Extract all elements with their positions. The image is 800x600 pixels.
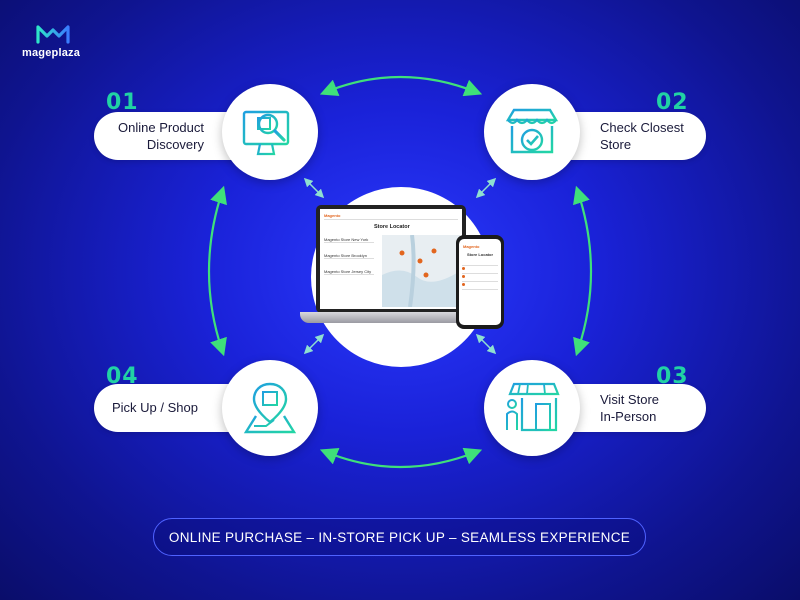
phone-brand: Magento — [463, 244, 480, 249]
map-pin-icon — [462, 275, 465, 278]
laptop-store-list: Magento Store New York Magento Store Bro… — [324, 237, 380, 303]
step-04-circle[interactable] — [222, 360, 318, 456]
link-01-center — [303, 177, 325, 199]
list-item[interactable]: Magento Store Brooklyn — [324, 253, 367, 258]
arrow-02-03 — [573, 185, 593, 357]
phone: Magento Store Locator — [456, 235, 504, 329]
step-02-circle[interactable] — [484, 84, 580, 180]
arrow-01-04 — [207, 185, 227, 357]
step-02-number: 02 — [656, 90, 689, 115]
mageplaza-logo-icon — [36, 25, 70, 44]
tagline-banner: ONLINE PURCHASE – IN-STORE PICK UP – SEA… — [153, 518, 646, 556]
step-02-label: Check Closest Store — [600, 120, 684, 152]
brand-name: mageplaza — [22, 47, 81, 59]
laptop-map[interactable] — [382, 234, 460, 308]
step-03-number: 03 — [656, 364, 689, 389]
store-check-icon — [505, 108, 559, 154]
step-01-circle[interactable] — [222, 84, 318, 180]
link-04-center — [303, 333, 325, 355]
phone-page-title: Store Locator — [467, 252, 494, 257]
map-pin-icon — [417, 258, 423, 264]
storefront-person-icon — [506, 382, 560, 432]
link-02-center — [475, 177, 497, 199]
monitor-search-icon — [242, 110, 290, 156]
phone-screen: Magento Store Locator — [459, 239, 501, 325]
map-pin-icon — [462, 267, 465, 270]
map-pin-icon — [399, 250, 405, 256]
step-03-label: Visit Store In-Person — [600, 392, 660, 424]
link-03-center — [475, 333, 497, 355]
step-01-label: Online Product Discovery — [118, 120, 204, 152]
list-item[interactable]: Magento Store Jersey City — [324, 269, 372, 274]
list-item[interactable]: Magento Store New York — [324, 237, 369, 242]
step-04-label: Pick Up / Shop — [112, 400, 198, 415]
step-01-number: 01 — [106, 90, 139, 115]
map-pin-icon — [462, 283, 465, 286]
map-pin-box-icon — [243, 382, 297, 434]
arrow-01-02 — [319, 75, 483, 97]
step-03-circle[interactable] — [484, 360, 580, 456]
laptop-brand: Magento — [324, 213, 341, 218]
laptop-screen: Magento Store Locator Magento Store New … — [320, 209, 462, 309]
map-pin-icon — [431, 248, 437, 254]
step-04-number: 04 — [106, 364, 139, 389]
laptop-page-title: Store Locator — [374, 224, 410, 230]
arrow-04-03 — [319, 447, 483, 469]
brand-logo: mageplaza — [22, 24, 102, 64]
laptop-base — [300, 312, 482, 323]
map-graphic — [382, 234, 460, 308]
map-pin-icon — [423, 272, 429, 278]
laptop: Magento Store Locator Magento Store New … — [316, 205, 466, 313]
